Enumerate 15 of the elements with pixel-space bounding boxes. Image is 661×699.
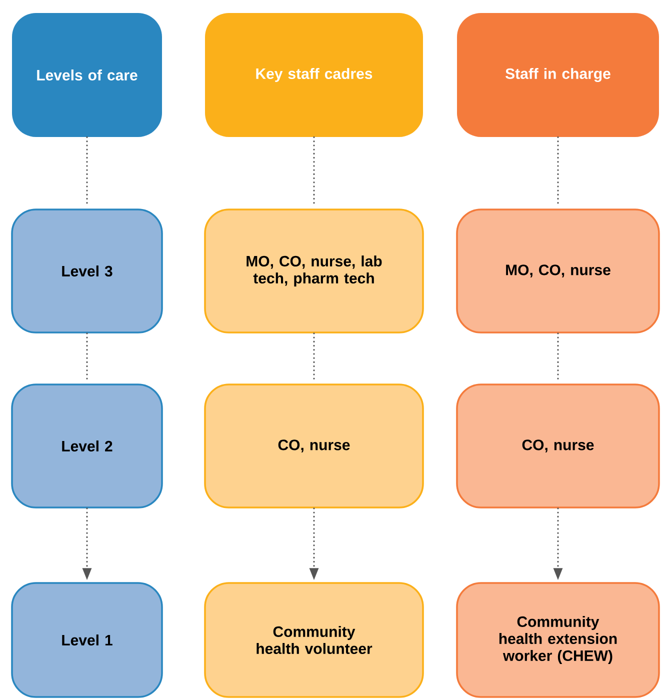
connector [557,332,559,382]
staff-box: MO, CO, nurse [456,208,660,334]
connector [86,332,88,382]
staff-box: Community health extension worker (CHEW) [456,582,660,698]
header-box: Staff in charge [457,13,659,137]
header-box: Key staff cadres [205,13,423,137]
header-box: Levels of care [12,13,162,137]
staff-box: MO, CO, nurse, lab tech, pharm tech [204,208,424,334]
level-box: Level 2 [11,384,163,508]
staff-box: CO, nurse [456,384,660,508]
staff-box: Community health volunteer [204,582,424,698]
connector [313,332,315,382]
level-box: Level 1 [11,582,163,698]
level-box: Level 3 [11,208,163,334]
staff-box: CO, nurse [204,384,424,508]
